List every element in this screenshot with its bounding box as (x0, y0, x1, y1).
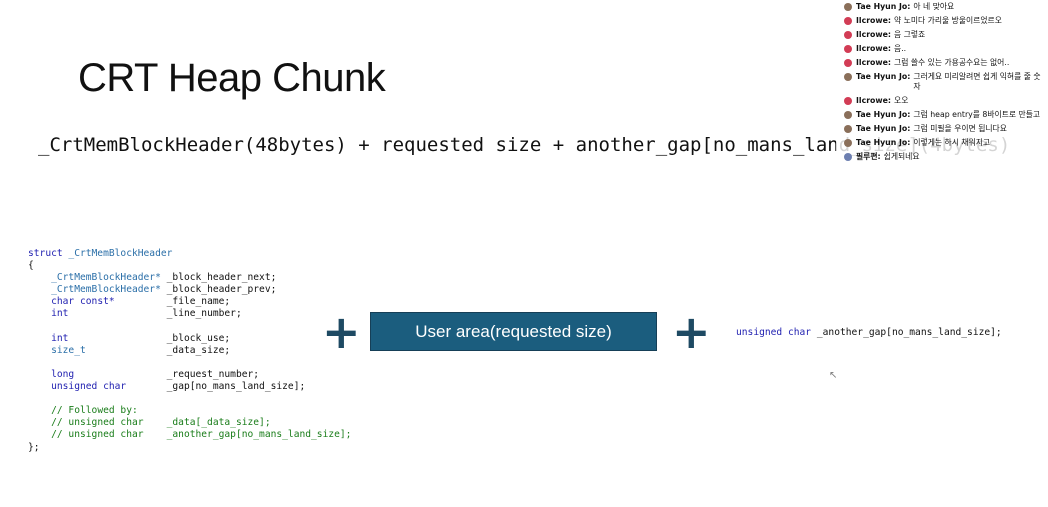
chat-username: Tae Hyun Jo: (856, 124, 911, 133)
chat-overlay: Tae Hyun Jo: 아 네 맞아요 Ilcrowe: 약 노미다 가리울 … (836, 0, 1048, 178)
chat-message: Tae Hyun Jo: 그러게요 미리알려면 쉽게 익혀를 줄 숫자 (836, 70, 1048, 94)
avatar (844, 97, 852, 105)
avatar (844, 139, 852, 147)
chat-text: 음 그렇죠 (894, 30, 926, 39)
avatar (844, 17, 852, 25)
avatar (844, 59, 852, 67)
code-comment: // Followed by: (51, 405, 138, 417)
chat-message: 필루편: 쉽게되네요 (836, 150, 1048, 164)
chat-text: 오오 (894, 96, 909, 105)
chat-username: Ilcrowe: (856, 96, 892, 105)
user-area-label: User area(requested size) (415, 321, 612, 341)
chat-message: Ilcrowe: 오오 (836, 94, 1048, 108)
chat-username: Tae Hyun Jo: (856, 2, 911, 11)
plus-sign-left: + (322, 305, 361, 359)
field-name: _block_use; (166, 332, 231, 344)
chat-message: Ilcrowe: 그럼 쓸수 있는 가용공수요는 없어.. (836, 56, 1048, 70)
slide-title: CRT Heap Chunk (78, 56, 386, 100)
avatar (844, 45, 852, 53)
field-type: int (51, 308, 69, 320)
chat-username: Ilcrowe: (856, 44, 892, 53)
chat-text: 이렇게는 하시 채워지고 (913, 138, 991, 147)
field-type: _CrtMemBlockHeader* (51, 272, 161, 284)
plus-sign-right: + (672, 305, 711, 359)
field-type: char const* (51, 296, 115, 308)
chat-username: Tae Hyun Jo: (856, 110, 911, 119)
field-type: int (51, 332, 69, 344)
chat-text: 아 네 맞아요 (913, 2, 955, 11)
chat-message: Ilcrowe: 약 노미다 가리울 방울이르었르오 (836, 14, 1048, 28)
gap-name: _another_gap[no_mans_land_size]; (811, 327, 1002, 338)
code-comment: // unsigned char _another_gap[no_mans_la… (51, 429, 352, 441)
avatar (844, 73, 852, 81)
chat-username: Tae Hyun Jo: (856, 72, 911, 81)
chat-username: 필루편: (856, 152, 881, 161)
chat-text: 그러게요 미리알려면 쉽게 익혀를 줄 숫자 (913, 72, 1041, 91)
gap-type: unsigned char (736, 327, 812, 338)
avatar (844, 153, 852, 161)
chat-username: Tae Hyun Jo: (856, 138, 911, 147)
chat-message: Ilcrowe: 음.. (836, 42, 1048, 56)
chunk-formula: _CrtMemBlockHeader(48bytes) + requested … (38, 134, 1011, 156)
field-type: size_t (51, 344, 86, 356)
chat-text: 그럼 heap entry를 8바이트로 만들고 (913, 110, 1041, 119)
avatar (844, 3, 852, 11)
mouse-cursor-icon: ↖ (829, 370, 838, 381)
user-area-box: User area(requested size) (370, 312, 657, 351)
chat-message: Tae Hyun Jo: 이렇게는 하시 채워지고 (836, 136, 1048, 150)
field-name: _data_size; (166, 344, 231, 356)
field-name: _line_number; (166, 308, 242, 320)
avatar (844, 125, 852, 133)
chat-text: 그럼 미필을 우이면 됩니다요 (913, 124, 1007, 133)
chat-text: 그럼 쓸수 있는 가용공수요는 없어.. (894, 58, 1010, 67)
field-type: long (51, 368, 75, 380)
chat-username: Ilcrowe: (856, 58, 892, 67)
struct-name: _CrtMemBlockHeader (62, 248, 173, 259)
code-comment: // unsigned char _data[_data_size]; (51, 417, 271, 429)
struct-code-block: struct _CrtMemBlockHeader { _CrtMemBlock… (28, 248, 351, 454)
avatar (844, 31, 852, 39)
field-type: _CrtMemBlockHeader* (51, 284, 161, 296)
field-name: _file_name; (166, 296, 231, 308)
another-gap-declaration: unsigned char _another_gap[no_mans_land_… (736, 327, 1002, 338)
field-name: _block_header_next; (166, 272, 277, 284)
field-name: _block_header_prev; (166, 284, 277, 296)
chat-message: Ilcrowe: 음 그렇죠 (836, 28, 1048, 42)
chat-message: Tae Hyun Jo: 그럼 미필을 우이면 됩니다요 (836, 122, 1048, 136)
chat-message: Tae Hyun Jo: 그럼 heap entry를 8바이트로 만들고 (836, 108, 1048, 122)
open-brace: { (28, 260, 34, 272)
chat-text: 음.. (894, 44, 907, 53)
chat-text: 약 노미다 가리울 방울이르었르오 (894, 16, 1002, 25)
avatar (844, 111, 852, 119)
chat-username: Ilcrowe: (856, 16, 892, 25)
field-name: _gap[no_mans_land_size]; (166, 381, 306, 393)
chat-text: 쉽게되네요 (883, 152, 920, 161)
chat-username: Ilcrowe: (856, 30, 892, 39)
chat-message: Tae Hyun Jo: 아 네 맞아요 (836, 0, 1048, 14)
struct-keyword: struct (28, 248, 63, 259)
field-name: _request_number; (166, 368, 260, 380)
close-brace: }; (28, 441, 40, 453)
field-type: unsigned char (51, 381, 127, 393)
